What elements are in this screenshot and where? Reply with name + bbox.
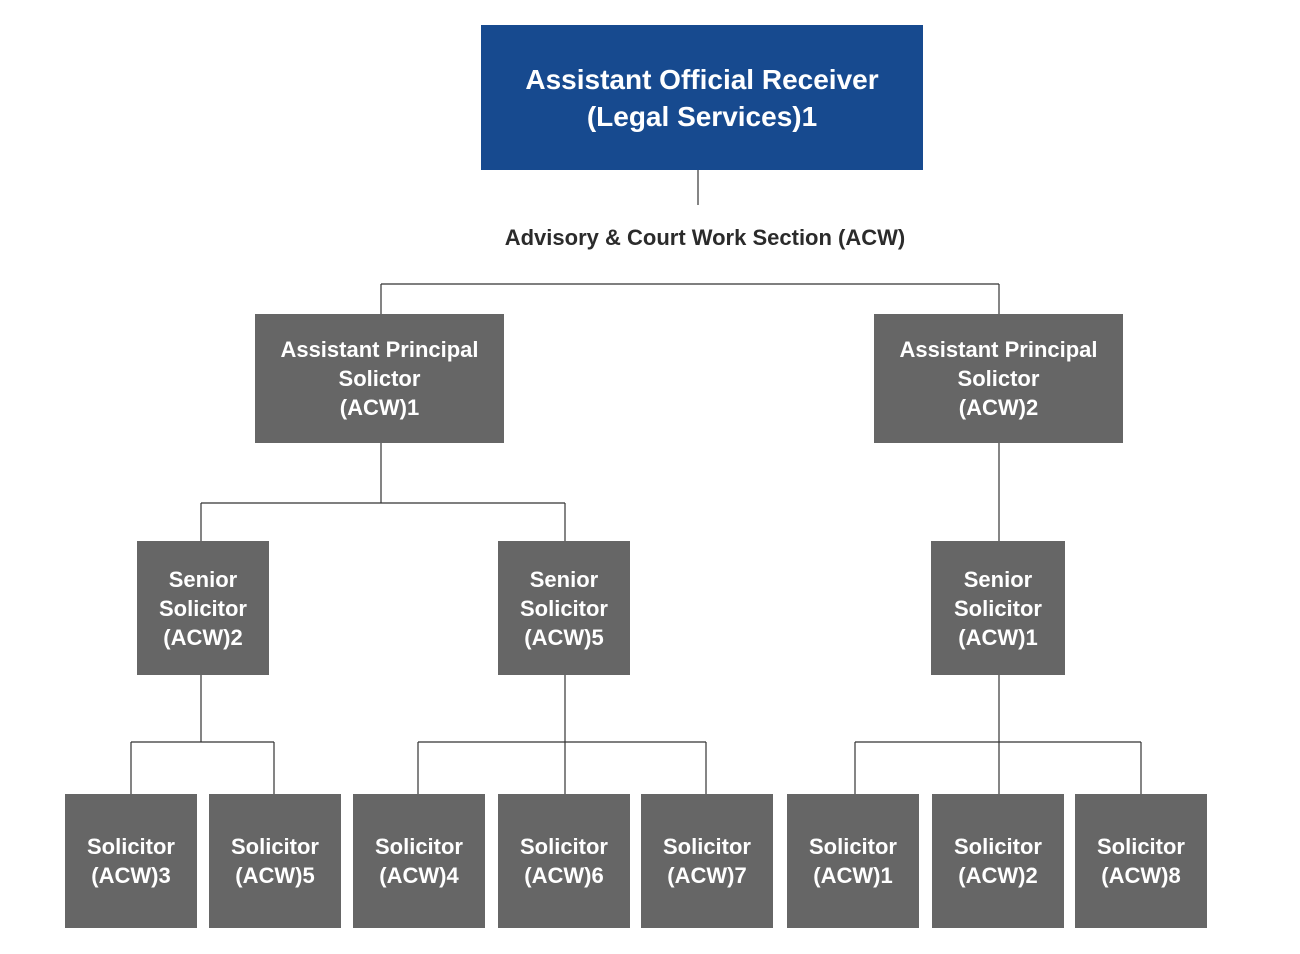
node-assistant-principal-solicitor: Assistant Principal Solictor (ACW)2 <box>874 314 1123 443</box>
node-label-line: (Legal Services)1 <box>586 100 818 132</box>
node-solicitor: Solicitor (ACW)2 <box>932 794 1064 928</box>
node-label-line: (ACW)2 <box>958 395 1039 420</box>
node-label-line: (ACW)4 <box>379 863 459 888</box>
node-label-line: Senior <box>963 566 1033 592</box>
node-label-line: Solicitor <box>374 834 463 859</box>
node-label-line: (ACW)5 <box>235 863 315 888</box>
node-solicitor: Solicitor (ACW)4 <box>353 794 485 928</box>
node-solicitor: Solicitor (ACW)8 <box>1075 794 1207 928</box>
node-label-line: (ACW)8 <box>1101 863 1181 888</box>
node-label-line: Solicitor <box>808 834 897 859</box>
node-senior-solicitor: Senior Solicitor (ACW)1 <box>931 541 1065 675</box>
node-label-line: Solictor <box>338 366 421 391</box>
node-solicitor: Solicitor (ACW)6 <box>498 794 630 928</box>
node-label-line: (ACW)6 <box>524 863 604 888</box>
node-label-line: Solicitor <box>953 595 1042 621</box>
node-label-line: (ACW)5 <box>524 624 604 650</box>
node-label-line: (ACW)1 <box>958 624 1038 650</box>
node-assistant-principal-solicitor: Assistant Principal Solictor (ACW)1 <box>255 314 504 443</box>
node-label-line: Solicitor <box>86 834 175 859</box>
node-label-line: Solictor <box>957 366 1040 391</box>
section-label: Advisory & Court Work Section (ACW) <box>504 225 906 250</box>
node-label-line: Solicitor <box>662 834 751 859</box>
node-solicitor: Solicitor (ACW)5 <box>209 794 341 928</box>
node-senior-solicitor: Senior Solicitor (ACW)5 <box>498 541 630 675</box>
node-label-line: Solicitor <box>1096 834 1185 859</box>
node-label-line: (ACW)2 <box>958 863 1038 888</box>
node-label-line: (ACW)2 <box>163 624 243 650</box>
node-label-line: Assistant Principal <box>899 337 1098 362</box>
node-label-line: (ACW)7 <box>667 863 747 888</box>
node-senior-solicitor: Senior Solicitor (ACW)2 <box>137 541 269 675</box>
node-label-line: Senior <box>168 566 238 592</box>
node-solicitor: Solicitor (ACW)7 <box>641 794 773 928</box>
node-label-line: Solicitor <box>230 834 319 859</box>
node-label-line: Solicitor <box>519 595 608 621</box>
node-label-line: Solicitor <box>158 595 247 621</box>
node-label-line: (ACW)3 <box>91 863 171 888</box>
node-label-line: Senior <box>529 566 599 592</box>
node-label-line: Assistant Principal <box>280 337 479 362</box>
node-label-line: (ACW)1 <box>339 395 420 420</box>
node-label-line: (ACW)1 <box>813 863 893 888</box>
node-assistant-official-receiver: Assistant Official Receiver (Legal Servi… <box>481 25 923 170</box>
node-label-line: Solicitor <box>519 834 608 859</box>
node-label-line: Assistant Official Receiver <box>525 63 879 95</box>
node-solicitor: Solicitor (ACW)3 <box>65 794 197 928</box>
node-label-line: Solicitor <box>953 834 1042 859</box>
node-solicitor: Solicitor (ACW)1 <box>787 794 919 928</box>
